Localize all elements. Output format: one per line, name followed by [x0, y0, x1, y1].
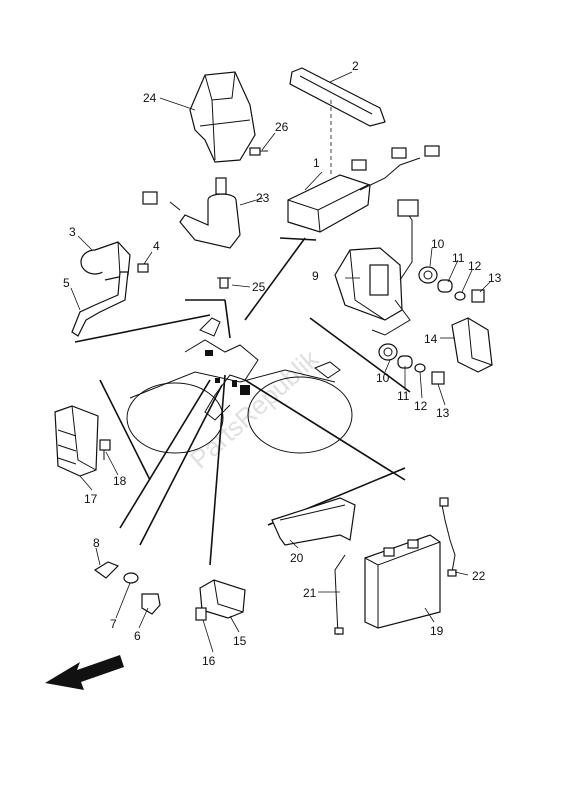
- plus-lead-part: [439, 497, 457, 577]
- callout-11-upper: 11: [452, 251, 465, 265]
- guide-lines: [74, 237, 411, 566]
- callout-13-lower: 13: [436, 406, 450, 420]
- callout-10-lower: 10: [376, 371, 390, 385]
- coil-screw-4-part: [137, 263, 149, 273]
- callout-labels: 1 2 3 4 5 6 7 8 9 10 10 11 11 12 12 13 1…: [63, 59, 502, 668]
- callout-3: 3: [69, 225, 76, 239]
- relay-assy-part: [195, 579, 246, 621]
- regulator-bolt-part: [99, 439, 111, 460]
- battery-bracket-part: [271, 497, 356, 546]
- callout-6: 6: [134, 629, 141, 643]
- callout-13-upper: 13: [488, 271, 502, 285]
- callout-14: 14: [424, 332, 438, 346]
- cover-screw-part: [249, 147, 268, 156]
- callout-4: 4: [153, 239, 160, 253]
- callout-12-upper: 12: [468, 259, 482, 273]
- watermark: PartsRepublik: [184, 343, 325, 474]
- minus-lead-part: [334, 554, 346, 636]
- flasher-relay-part: [451, 317, 493, 373]
- callout-20: 20: [290, 551, 304, 565]
- callout-21: 21: [303, 586, 317, 600]
- main-switch-part: [142, 177, 241, 249]
- callout-2: 2: [352, 59, 359, 73]
- switch-set-part: [93, 561, 161, 615]
- callout-9: 9: [312, 269, 319, 283]
- screw-25-part: [217, 277, 231, 289]
- callout-26: 26: [275, 120, 289, 134]
- callout-16: 16: [202, 654, 216, 668]
- plug-lead-part: [71, 271, 129, 337]
- callout-19: 19: [430, 624, 444, 638]
- rectifier-regulator-part: [54, 405, 99, 477]
- callout-8: 8: [93, 536, 100, 550]
- callout-17: 17: [84, 492, 98, 506]
- front-direction-arrow: [45, 655, 124, 690]
- leader-lines: [70, 71, 491, 653]
- callout-7: 7: [110, 617, 117, 631]
- callout-24: 24: [143, 91, 157, 105]
- callout-12-lower: 12: [414, 399, 428, 413]
- callout-23: 23: [256, 191, 270, 205]
- callout-22: 22: [472, 569, 486, 583]
- callout-25: 25: [252, 280, 266, 294]
- callout-10-upper: 10: [431, 237, 445, 251]
- mount-set-upper: [418, 266, 485, 303]
- switch-cover-part: [189, 71, 256, 163]
- callout-18: 18: [113, 474, 127, 488]
- callout-11-lower: 11: [397, 389, 410, 403]
- battery-band-part: [289, 67, 386, 127]
- callout-5: 5: [63, 276, 70, 290]
- starter-relay-part: [334, 199, 419, 336]
- battery-part: [364, 534, 441, 629]
- callout-1: 1: [313, 156, 320, 170]
- control-unit-part: [287, 145, 440, 233]
- callout-15: 15: [233, 634, 247, 648]
